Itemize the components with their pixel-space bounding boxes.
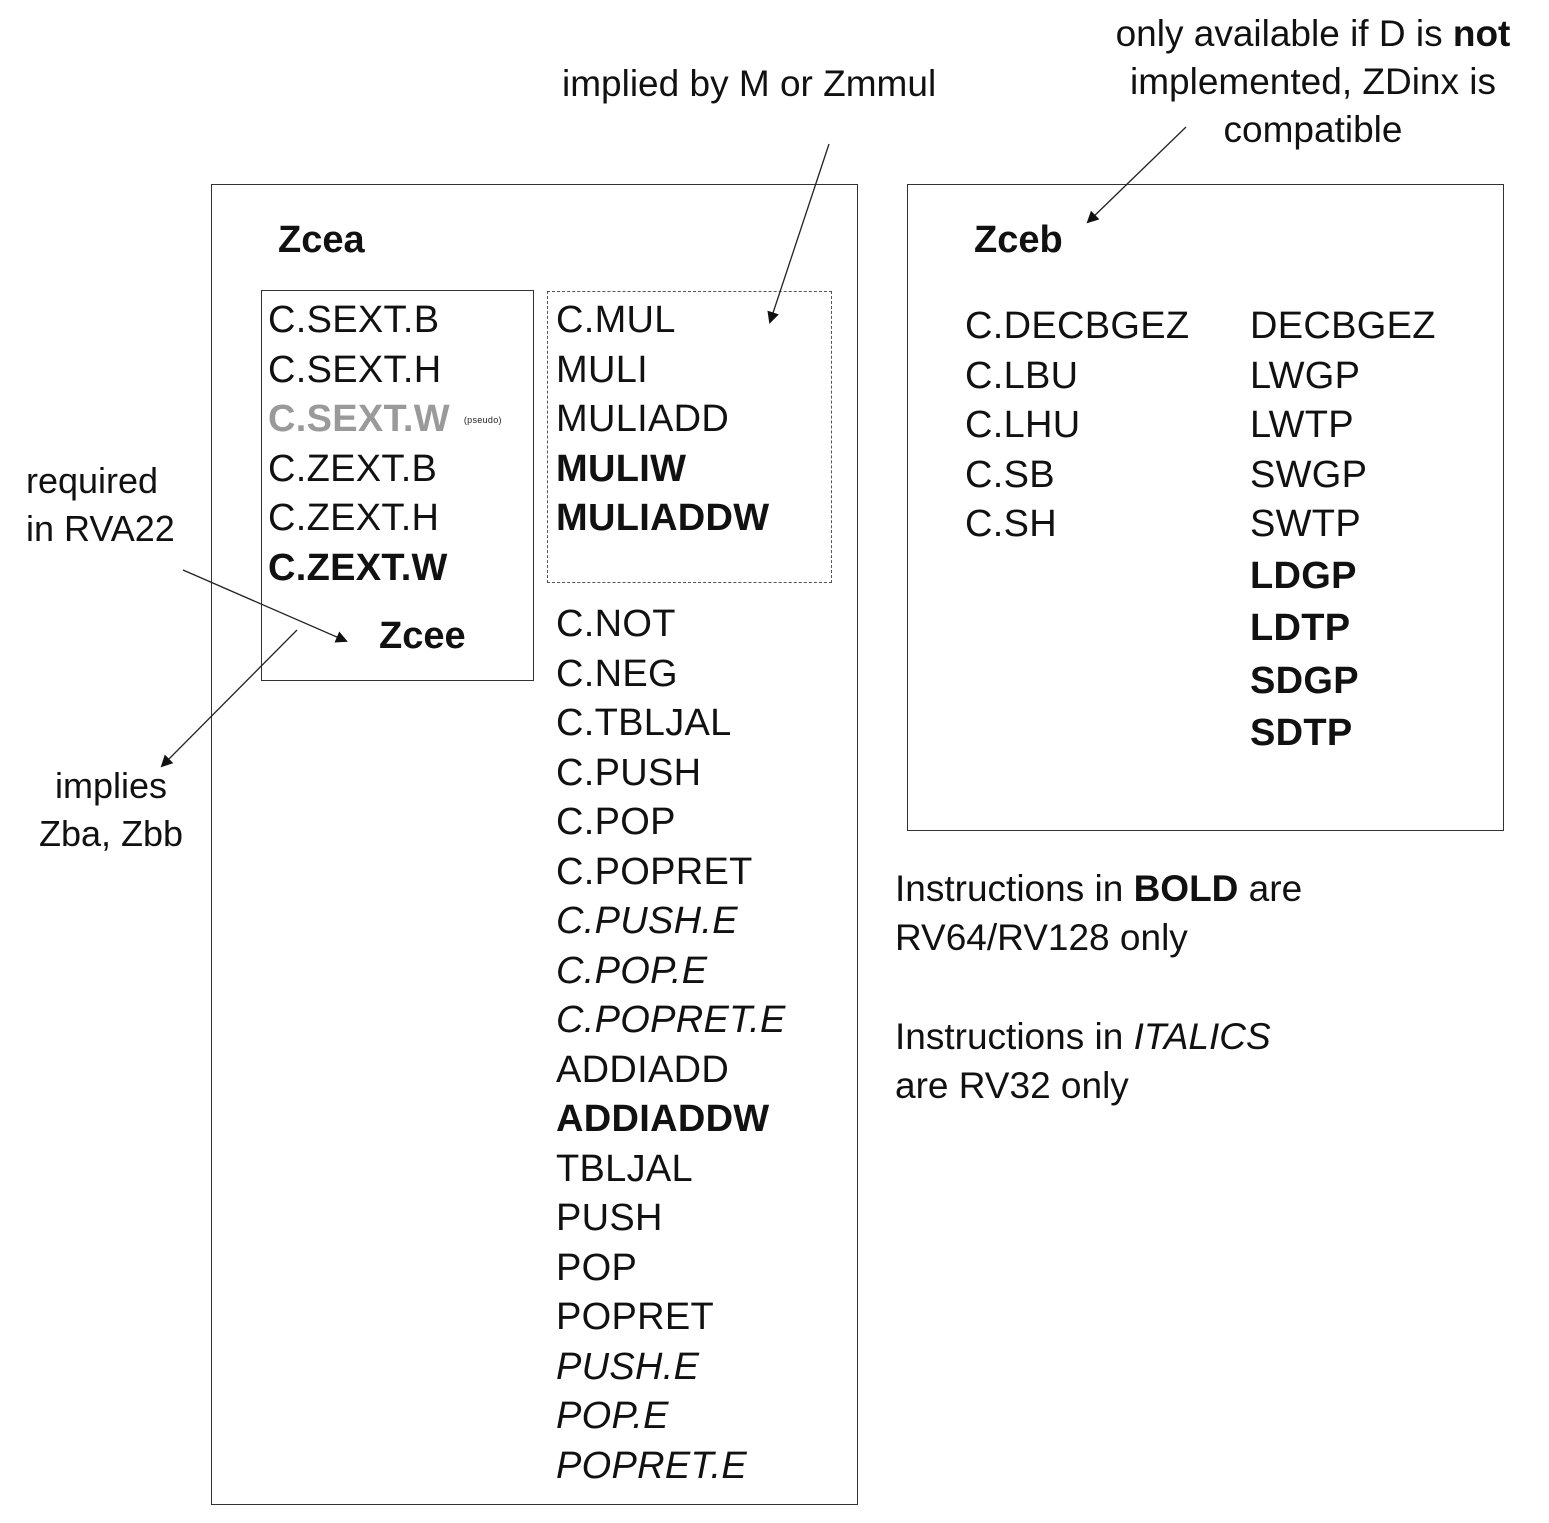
zceb-box <box>907 184 1504 831</box>
instruction-item: POPRET.E <box>556 1444 748 1487</box>
instruction-item: C.SEXT.H <box>268 348 442 391</box>
instruction-item: C.NOT <box>556 603 676 645</box>
instruction-item: SWGP <box>1250 453 1368 496</box>
implies-arrow <box>160 629 298 768</box>
instruction-item: POP <box>556 1246 638 1289</box>
instruction-item: C.SEXT.B <box>268 299 440 341</box>
required-arrow <box>182 569 348 643</box>
legend-italic: Instructions in ITALICS are RV32 only <box>895 1016 1271 1106</box>
instruction-item: C.LBU <box>965 354 1079 397</box>
instruction-item: C.SH <box>965 503 1057 545</box>
zcea-title: Zcea <box>278 219 365 261</box>
instruction-item: C.SEXT.W(pseudo) <box>268 398 502 440</box>
zcee-box <box>261 290 534 681</box>
only-available-arrow <box>1086 126 1187 224</box>
instruction-item: MULIW <box>556 447 687 490</box>
instruction-item: ADDIADD <box>556 1048 730 1091</box>
instruction-item: LDTP <box>1250 607 1351 649</box>
zceb-title: Zceb <box>974 219 1063 261</box>
mul-group-list: C.MUL MULI MULIADD MULIW MULIADDW <box>556 296 769 544</box>
mul-group-box <box>547 291 832 583</box>
required-label: required in RVA22 <box>26 460 175 549</box>
instruction-item: DECBGEZ <box>1250 305 1436 347</box>
instruction-item: MULIADD <box>556 398 730 440</box>
instruction-item: C.LHU <box>965 404 1081 446</box>
instruction-item: C.SB <box>965 453 1055 496</box>
instruction-item: TBLJAL <box>556 1147 693 1190</box>
zcea-other-list: C.NOT C.NEG C.TBLJAL C.PUSH C.POP C.POPR… <box>556 600 786 1491</box>
implies-label: implies Zba, Zbb <box>38 765 184 854</box>
instruction-item: LDGP <box>1250 554 1357 597</box>
instruction-item: C.POPRET <box>556 850 753 893</box>
instruction-item: POP.E <box>556 1395 669 1437</box>
legend-bold: Instructions in BOLD are RV64/RV128 only <box>895 868 1303 958</box>
zceb-list-col1: C.DECBGEZ C.LBU C.LHU C.SB C.SH <box>965 302 1189 550</box>
instruction-item: C.NEG <box>556 652 678 695</box>
instruction-item: PUSH.E <box>556 1345 700 1388</box>
instruction-item: LWTP <box>1250 404 1354 446</box>
zcee-title: Zcee <box>379 615 466 657</box>
instruction-item: C.POP <box>556 801 676 843</box>
zcea-box <box>211 184 858 1505</box>
instruction-item: C.ZEXT.B <box>268 447 438 490</box>
pseudo-note: (pseudo) <box>463 415 502 426</box>
instruction-item: SDTP <box>1250 712 1353 754</box>
instruction-item: PUSH <box>556 1197 663 1239</box>
instruction-item: C.DECBGEZ <box>965 305 1190 347</box>
zcee-list: C.SEXT.B C.SEXT.H C.SEXT.W(pseudo) C.ZEX… <box>268 296 502 593</box>
instruction-item: C.POPRET.E <box>556 999 786 1041</box>
implied-by-label: implied by M or Zmmul <box>562 63 937 104</box>
instruction-item: LWGP <box>1250 354 1361 397</box>
instruction-item: SWTP <box>1250 503 1361 545</box>
instruction-item: C.PUSH.E <box>556 900 738 942</box>
instruction-item: C.ZEXT.H <box>268 497 440 539</box>
zceb-list-col2: DECBGEZ LWGP LWTP SWGP SWTP LDGP LDTP SD… <box>1250 302 1436 760</box>
instruction-item: ADDIADDW <box>556 1098 770 1140</box>
instruction-item: C.TBLJAL <box>556 702 732 744</box>
instruction-item: SDGP <box>1250 659 1359 702</box>
instruction-item: MULI <box>556 348 648 391</box>
only-available-label: only available if D is not implemented, … <box>1115 13 1511 150</box>
instruction-item: C.PUSH <box>556 751 702 794</box>
instruction-item: MULIADDW <box>556 497 770 539</box>
implied-by-arrow <box>767 143 830 324</box>
instruction-item: POPRET <box>556 1296 715 1338</box>
instruction-item: C.POP.E <box>556 949 708 992</box>
instruction-item: C.ZEXT.W <box>268 546 448 589</box>
instruction-item: C.MUL <box>556 299 676 341</box>
